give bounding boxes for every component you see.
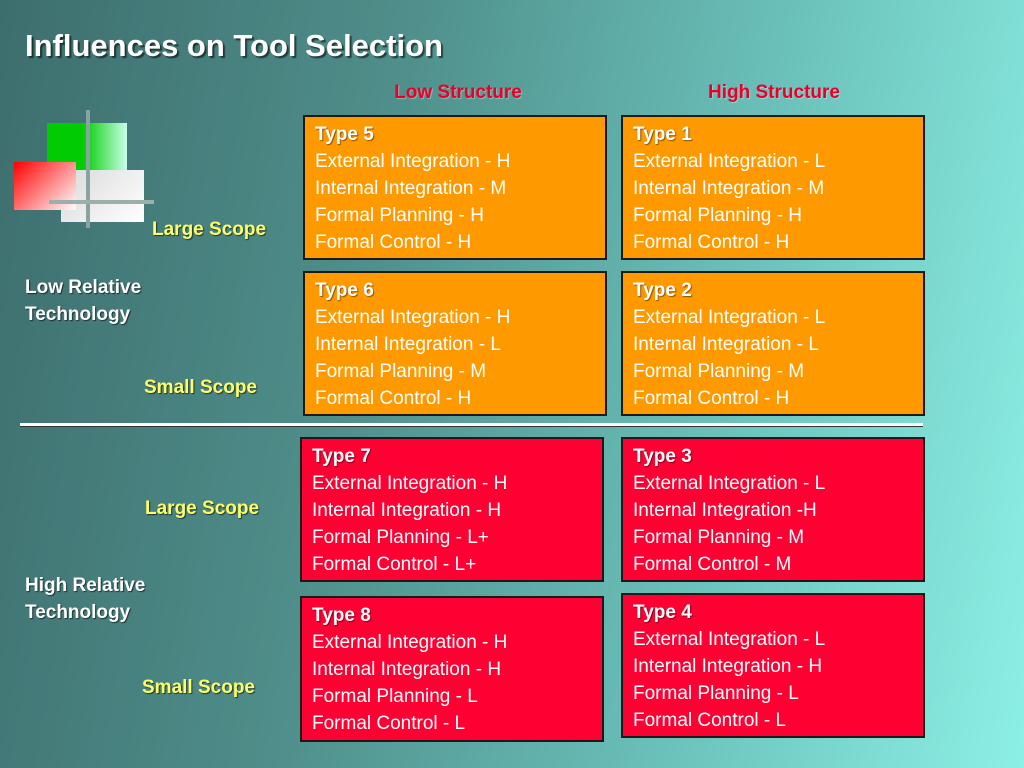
type-3-box: Type 3 External Integration - L Internal… — [621, 437, 925, 582]
row-label-high-relative-technology: High Relative Technology — [25, 575, 146, 623]
box-title: Type 6 — [315, 280, 374, 301]
box-title: Type 7 — [312, 446, 371, 467]
box-title: Type 1 — [633, 124, 692, 145]
scope-label-small: Small Scope — [144, 377, 257, 398]
scope-label-large: Large Scope — [145, 498, 260, 519]
slide-title: Influences on Tool Selection — [25, 28, 443, 63]
type-2-box: Type 2 External Integration - L Internal… — [621, 271, 925, 416]
row-label-low-relative-technology: Low Relative Technology — [25, 277, 142, 325]
box-title: Type 5 — [315, 124, 374, 145]
type-8-box: Type 8 External Integration - H Internal… — [300, 596, 604, 742]
box-title: Type 3 — [633, 446, 692, 467]
type-1-box: Type 1 External Integration - L Internal… — [621, 115, 925, 260]
type-5-box: Type 5 External Integration - H Internal… — [303, 115, 607, 260]
type-4-box: Type 4 External Integration - L Internal… — [621, 593, 925, 738]
column-header-high-structure: High Structure — [708, 82, 840, 103]
type-6-box: Type 6 External Integration - H Internal… — [303, 271, 607, 416]
box-title: Type 2 — [633, 280, 692, 301]
type-7-box: Type 7 External Integration - H Internal… — [300, 437, 604, 582]
box-title: Type 8 — [312, 605, 371, 626]
box-title: Type 4 — [633, 602, 692, 623]
column-header-low-structure: Low Structure — [394, 82, 522, 103]
scope-label-small: Small Scope — [142, 677, 255, 698]
scope-label-large: Large Scope — [152, 219, 267, 240]
section-divider — [20, 423, 923, 427]
decorative-squares-graphic — [14, 110, 154, 235]
